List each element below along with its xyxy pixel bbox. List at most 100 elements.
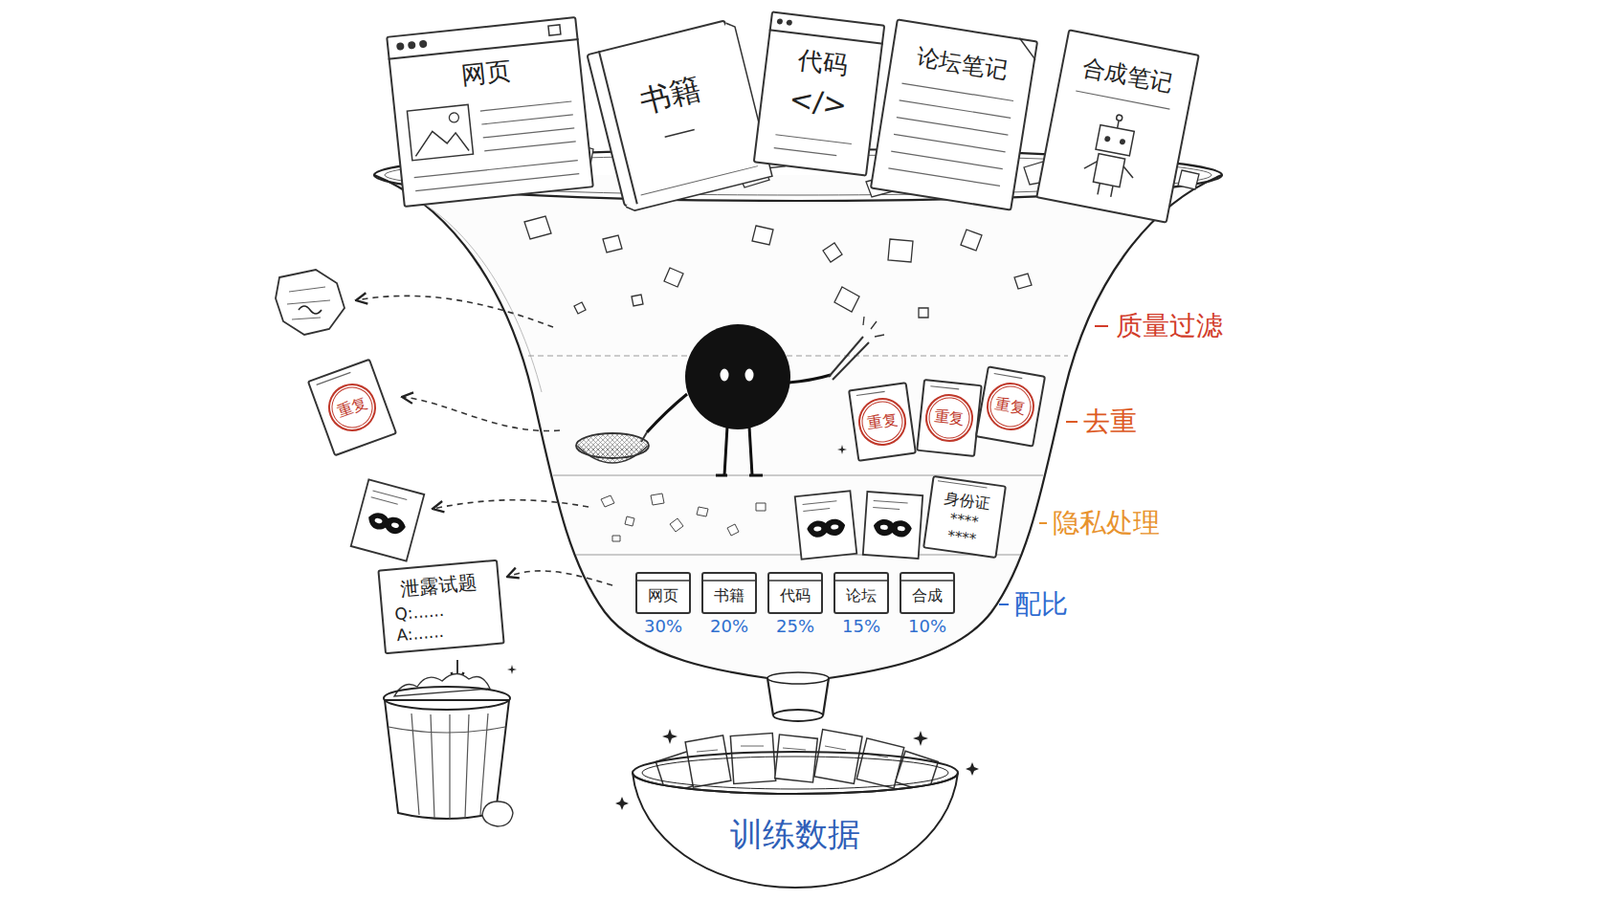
book-shape-part [665, 129, 695, 137]
debris-crumb [755, 503, 766, 512]
discarded-masked-doc [351, 479, 425, 561]
paper-scrap [888, 239, 913, 263]
helper-character [863, 316, 885, 337]
stamp-shape-part [859, 399, 905, 445]
crumpled-paper [275, 269, 345, 335]
robot-shape-part [1117, 120, 1120, 129]
masked-doc [806, 518, 847, 539]
sparkle [615, 797, 629, 811]
stamp-shape-part [930, 386, 959, 390]
paper-scrap [834, 287, 860, 312]
web-shape-part [419, 40, 428, 49]
folder-shape-part [635, 579, 691, 582]
web-shape-part [414, 160, 578, 178]
bowl-doc [775, 734, 819, 783]
web-shape-part [388, 39, 579, 60]
stage-leader [1094, 325, 1109, 328]
mix-box: 代码25% [767, 572, 823, 615]
paper-scrap [1177, 170, 1200, 190]
robot-shape-part [1095, 125, 1134, 156]
masked-doc [830, 524, 839, 531]
id-card-doc: 身份证**** **** [922, 475, 1007, 559]
mix-name: 论坛 [845, 586, 877, 605]
folder-shape-part [899, 579, 956, 582]
discarded-masked-doc [374, 517, 383, 525]
robot-shape-part [1084, 158, 1098, 171]
id-label: 身份证 [942, 488, 991, 514]
paper-scrap [602, 235, 623, 253]
mix-box: 网页30% [635, 572, 691, 615]
crumpled-paper [275, 269, 345, 335]
web-shape-part [407, 41, 417, 50]
paper-scrap [524, 216, 552, 240]
stage-divider [576, 554, 1021, 556]
folder-shape-part [701, 579, 757, 582]
discarded-masked-doc [351, 479, 425, 561]
mix-name: 合成 [911, 586, 943, 605]
code-shape-part [775, 134, 851, 145]
stage-divider [553, 474, 1044, 476]
lines-shape [869, 18, 1039, 211]
helper-character [828, 336, 869, 380]
bowl-shape-part [642, 756, 949, 790]
stage-leader [999, 603, 1009, 606]
source-doc: 代码</> [753, 10, 887, 177]
masked-doc [872, 518, 912, 538]
helper-character [720, 369, 730, 382]
trash-can [388, 727, 506, 734]
helper-character [685, 324, 791, 430]
lines-shape-part [899, 100, 1012, 118]
code-shape-part [785, 19, 793, 26]
book-shape-part [588, 21, 773, 213]
debris-crumb [600, 495, 615, 508]
helper-character [788, 375, 831, 383]
web-shape-part [480, 101, 572, 112]
robot-shape-part [1104, 135, 1112, 143]
masked-doc [863, 491, 923, 559]
debris-crumb [612, 535, 621, 542]
paper-scrap [631, 294, 644, 307]
code-symbol: </> [787, 82, 849, 124]
sparkle [507, 665, 517, 675]
sparkle [662, 729, 678, 745]
stamp-shape-part [983, 379, 1038, 434]
stage-leader [1066, 421, 1078, 423]
helper-character [724, 426, 728, 476]
trash-can [384, 700, 510, 820]
masked-doc [880, 525, 889, 532]
helper-character [576, 316, 885, 476]
sparkle [912, 731, 929, 747]
stamp-text: 重复 [866, 410, 899, 433]
helper-character [745, 369, 755, 382]
stamp-text: 重复 [334, 394, 371, 423]
stamp-text: 重复 [933, 407, 966, 429]
stage-divider [528, 355, 1068, 356]
funnel-side [822, 175, 1223, 716]
duplicate-doc: 重复 [975, 365, 1046, 448]
masked-doc [897, 526, 906, 533]
helper-character [576, 433, 649, 459]
trash-can [394, 673, 490, 697]
robot-shape-part [1118, 138, 1126, 146]
stage-label: 质量过滤 [1115, 310, 1223, 343]
paper-scrap [960, 229, 982, 251]
funnel [374, 149, 1223, 722]
lines-shape-part [901, 83, 1014, 101]
web-shape-part [484, 141, 576, 152]
debris-crumb [727, 524, 739, 536]
stamp-shape-part [326, 381, 378, 434]
web-shape-part [481, 114, 573, 125]
code-shape-part [777, 18, 784, 25]
masked-doc [863, 491, 923, 559]
funnel-glass-highlight [401, 191, 542, 393]
debris-crumb [669, 518, 684, 533]
robot-shape-part [1111, 185, 1113, 198]
trash-can [383, 673, 513, 827]
mix-percent: 10% [908, 616, 947, 638]
bowl-shape-part [632, 773, 958, 889]
web-shape-part [396, 42, 405, 51]
sparkle [507, 444, 979, 811]
robot-shape-part [1092, 154, 1125, 188]
doc-title: 网页 [459, 56, 512, 91]
folder-shape-part [767, 579, 823, 582]
